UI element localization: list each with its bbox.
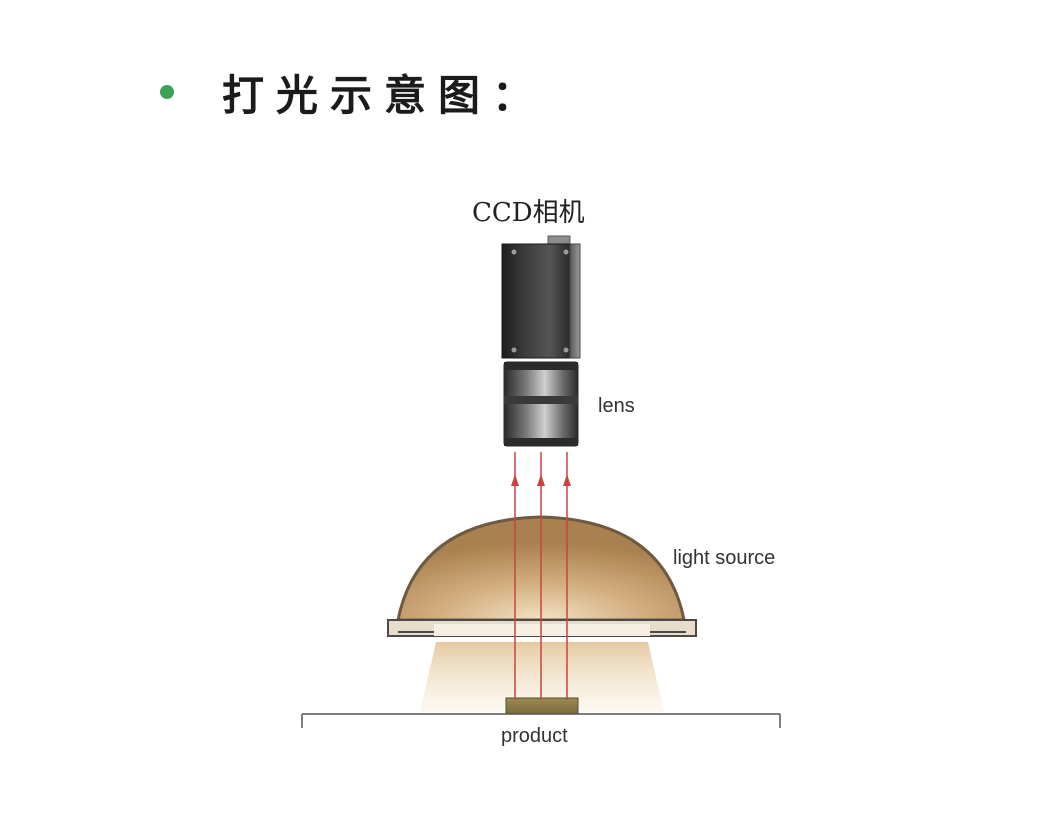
arrow-up-icon — [511, 474, 519, 486]
light-rays — [511, 452, 571, 700]
light-source-label: light source — [673, 547, 776, 569]
stage-line — [301, 713, 781, 728]
arrow-up-icon — [563, 474, 571, 486]
product-label: product — [501, 725, 568, 747]
product-icon — [505, 697, 579, 715]
lens-label: lens — [598, 395, 635, 417]
dome-light-source-icon — [387, 515, 697, 637]
camera-label: CCD相机 — [472, 198, 585, 228]
page-title: 打光示意图： — [222, 70, 547, 120]
ccd-camera-icon — [501, 235, 581, 359]
header: 打光示意图： — [160, 62, 546, 122]
bullet-icon — [160, 85, 174, 99]
lens-icon — [503, 361, 579, 447]
arrow-up-icon — [537, 474, 545, 486]
light-beam — [420, 642, 664, 712]
